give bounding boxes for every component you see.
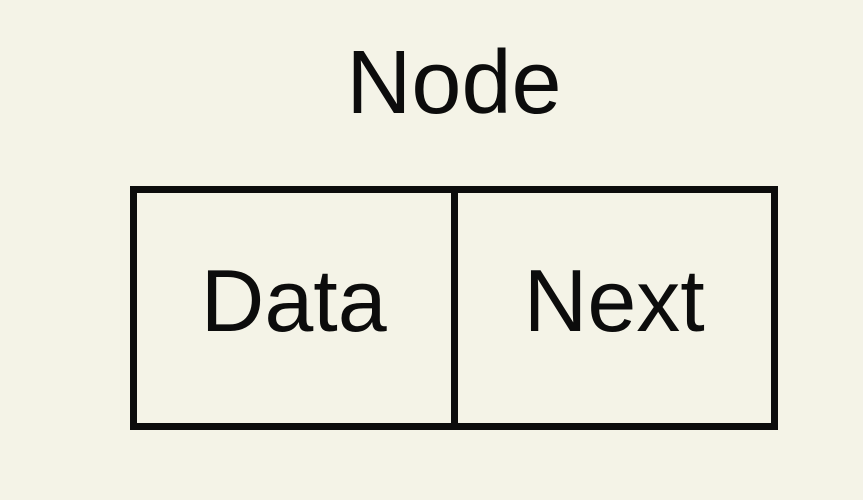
node-field-data: Data [200,251,387,350]
cell-divider [450,193,458,423]
node-field-next: Next [523,251,705,350]
diagram-title: Node [346,33,562,133]
node-box: Data Next [130,186,778,430]
